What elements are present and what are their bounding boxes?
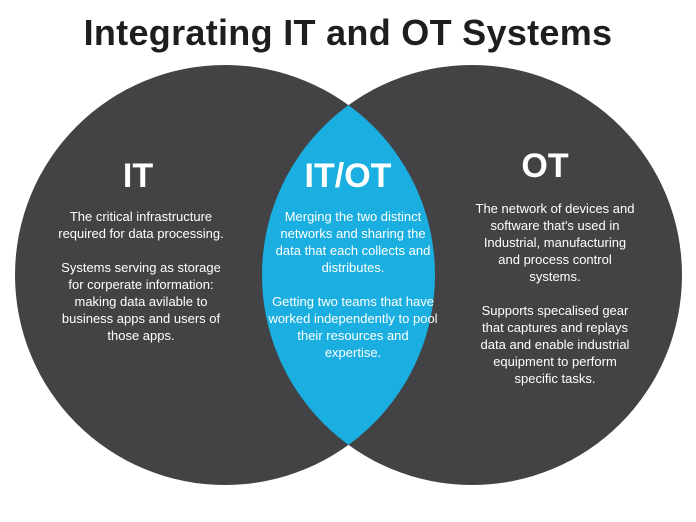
it-description: The critical infrastructure required for…	[52, 208, 230, 361]
it-heading: IT	[122, 157, 154, 195]
ot-heading: OT	[521, 147, 569, 185]
itot-paragraph-2: Getting two teams that have worked indep…	[268, 294, 438, 360]
it-paragraph-2: Systems serving as storage for corperate…	[61, 260, 221, 343]
it-paragraph-1: The critical infrastructure required for…	[58, 209, 224, 241]
ot-paragraph-2: Supports specalised gear that captures a…	[480, 303, 630, 386]
itot-heading: IT/OT	[304, 157, 392, 195]
itot-paragraph-1: Merging the two distinct networks and sh…	[275, 209, 431, 275]
page-title: Integrating IT and OT Systems	[83, 12, 613, 53]
ot-description: The network of devices and software that…	[474, 200, 636, 404]
ot-paragraph-1: The network of devices and software that…	[475, 201, 635, 284]
itot-description: Merging the two distinct networks and sh…	[268, 208, 438, 378]
itot-overlap	[262, 65, 435, 485]
